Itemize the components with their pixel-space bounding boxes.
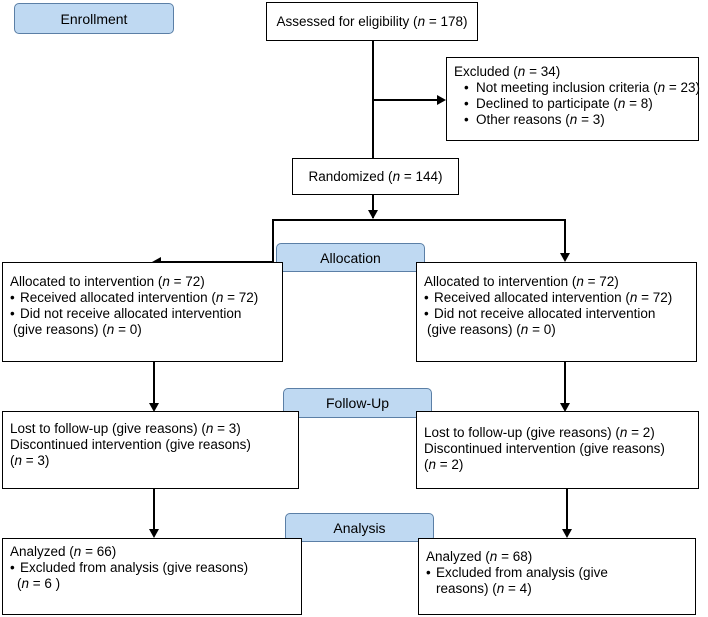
allocation-right-box: Allocated to intervention (n = 72) Recei… (416, 262, 697, 362)
not-received-label: Did not receive allocated intervention (424, 306, 689, 322)
followup-right-box: Lost to follow-up (give reasons) (n = 2)… (416, 411, 699, 489)
analysis-left-box: Analyzed (n = 66) Excluded from analysis… (2, 538, 302, 615)
connector-to-excluded (373, 99, 438, 101)
arrow-right-followup (560, 403, 570, 412)
stage-follow-up: Follow-Up (283, 388, 432, 418)
stage-enrollment: Enrollment (14, 3, 174, 34)
discontinued-count: (n = 3) (10, 453, 50, 468)
not-received-count: (give reasons) (n = 0) (13, 322, 142, 337)
arrow-right-analysis (562, 529, 572, 538)
discontinued-label: Discontinued intervention (give reasons) (10, 437, 251, 452)
analysis-right-box: Analyzed (n = 68) Excluded from analysis… (418, 538, 696, 615)
excluded-from-analysis-label: Excluded from analysis (give (426, 565, 688, 581)
not-received-count: (give reasons) (n = 0) (427, 322, 556, 337)
excluded-item: Not meeting inclusion criteria (n = 23) (454, 80, 700, 96)
connector-left-followup-analysis (153, 489, 155, 536)
assessed-box: Assessed for eligibility (n = 178) (266, 2, 478, 41)
arrow-to-right-arm (560, 253, 570, 262)
randomized-label: Randomized (n = 144) (308, 168, 443, 184)
excluded-item: Other reasons (n = 3) (454, 112, 691, 128)
received-label: Received allocated intervention (n = 72) (424, 290, 689, 306)
connector-left-allocation-followup (153, 362, 155, 410)
not-received-label: Did not receive allocated intervention (10, 306, 275, 322)
received-label: Received allocated intervention (n = 72) (10, 290, 275, 306)
lost-to-followup-label: Lost to follow-up (give reasons) (n = 2) (424, 425, 655, 440)
excluded-from-analysis-count: (n = 6 ) (17, 576, 61, 591)
stage-analysis: Analysis (285, 513, 434, 542)
excluded-title: Excluded (n = 34) (454, 64, 561, 79)
analyzed-label: Analyzed (n = 68) (426, 549, 533, 564)
connector-right-allocation-followup (564, 362, 566, 410)
connector-split-right (564, 219, 566, 255)
discontinued-label: Discontinued intervention (give reasons) (424, 441, 665, 456)
connector-right-followup-analysis (566, 489, 568, 533)
arrow-randomized-split (368, 210, 378, 219)
excluded-from-analysis-label: Excluded from analysis (give reasons) (10, 560, 294, 576)
stage-allocation: Allocation (276, 243, 425, 272)
connector-split-left (272, 219, 274, 262)
arrow-left-analysis (149, 529, 159, 538)
excluded-box: Excluded (n = 34) Not meeting inclusion … (446, 57, 700, 141)
followup-left-box: Lost to follow-up (give reasons) (n = 3)… (2, 411, 299, 489)
allocated-label: Allocated to intervention (n = 72) (10, 274, 205, 289)
discontinued-count: (n = 2) (424, 457, 464, 472)
excluded-item: Declined to participate (n = 8) (454, 96, 691, 112)
randomized-box: Randomized (n = 144) (292, 158, 459, 195)
connector-randomized-split (372, 194, 374, 218)
excluded-from-analysis-count: reasons) (n = 4) (436, 581, 532, 596)
arrow-left-followup (149, 403, 159, 412)
allocated-label: Allocated to intervention (n = 72) (424, 274, 619, 289)
arrow-to-excluded (437, 95, 446, 105)
connector-split-horizontal (272, 219, 566, 221)
analyzed-label: Analyzed (n = 66) (10, 544, 117, 559)
lost-to-followup-label: Lost to follow-up (give reasons) (n = 3) (10, 421, 241, 436)
assessed-label: Assessed for eligibility (n = 178) (276, 13, 468, 29)
allocation-left-box: Allocated to intervention (n = 72) Recei… (2, 262, 283, 362)
